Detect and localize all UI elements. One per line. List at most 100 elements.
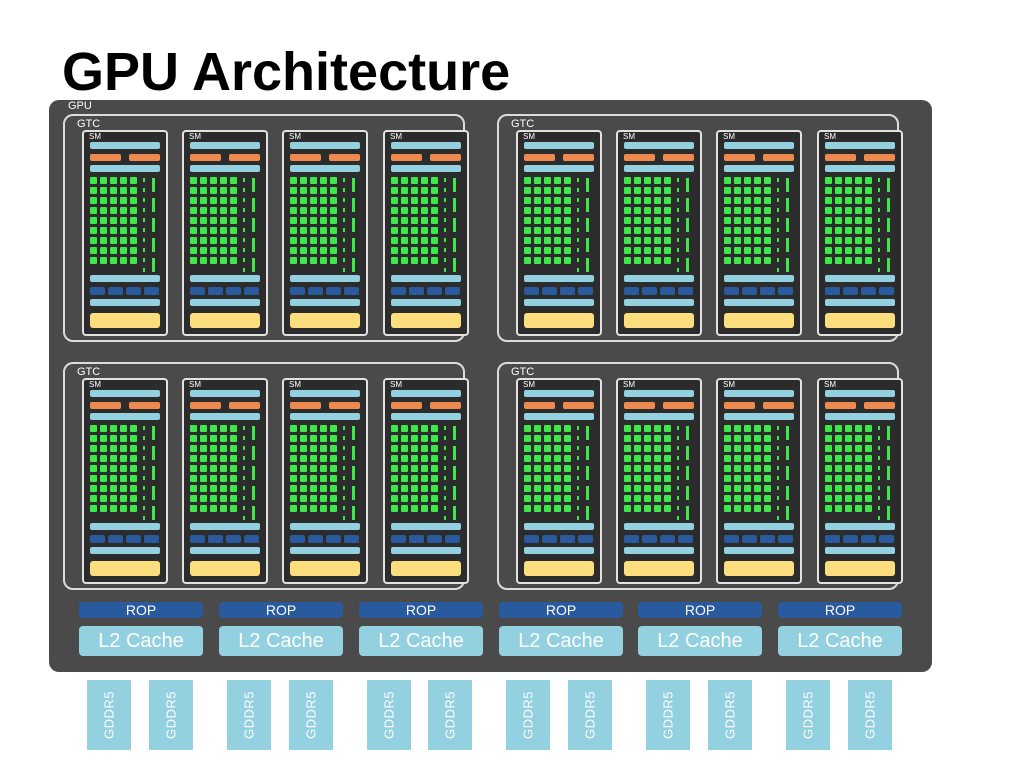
sm-label: SM: [390, 132, 402, 141]
cuda-core: [524, 237, 531, 244]
cuda-core: [855, 227, 862, 234]
cuda-core: [100, 425, 107, 432]
register-file-bar: [190, 413, 260, 420]
texture-unit-bar: [308, 535, 323, 543]
cuda-core: [544, 455, 551, 462]
streaming-multiprocessor: SM: [716, 378, 802, 584]
l1-cache-bar: [624, 547, 694, 554]
texture-unit-bar: [524, 535, 539, 543]
cuda-core: [190, 435, 197, 442]
cuda-core: [310, 247, 317, 254]
cuda-core: [865, 227, 872, 234]
cuda-core: [865, 207, 872, 214]
cuda-core: [300, 177, 307, 184]
cuda-core: [310, 227, 317, 234]
texture-unit-bar: [290, 535, 305, 543]
cuda-core: [845, 455, 852, 462]
cuda-core: [330, 445, 337, 452]
texture-unit-bar: [427, 535, 442, 543]
cuda-core: [110, 455, 117, 462]
cuda-core: [664, 257, 671, 264]
cuda-core: [110, 207, 117, 214]
cuda-core: [754, 227, 761, 234]
cuda-core: [744, 425, 751, 432]
shared-memory-bar: [524, 313, 594, 328]
texture-unit-bar: [208, 287, 223, 295]
cuda-core: [654, 227, 661, 234]
cuda-core: [401, 505, 408, 512]
cuda-core: [120, 475, 127, 482]
cuda-core: [634, 495, 641, 502]
shared-memory-bar: [190, 313, 260, 328]
load-store-column: [686, 178, 689, 274]
cuda-core: [724, 455, 731, 462]
cuda-core: [744, 197, 751, 204]
cuda-core-grid: [724, 177, 771, 264]
cuda-core: [654, 217, 661, 224]
shared-memory-bar: [624, 561, 694, 576]
cuda-core: [845, 177, 852, 184]
interconnect-bar: [524, 523, 594, 530]
cuda-core: [431, 465, 438, 472]
cuda-core: [210, 187, 217, 194]
cuda-core: [544, 435, 551, 442]
cuda-core: [210, 465, 217, 472]
texture-unit-bar: [578, 535, 593, 543]
cuda-core: [865, 257, 872, 264]
cuda-core: [330, 435, 337, 442]
shared-memory-bar: [290, 561, 360, 576]
cuda-core: [734, 237, 741, 244]
cuda-core: [825, 455, 832, 462]
sfu-column: [777, 178, 779, 274]
cuda-core: [764, 495, 771, 502]
gddr5-chip: GDDR5: [289, 680, 333, 750]
cuda-core: [764, 237, 771, 244]
cuda-core: [754, 495, 761, 502]
cuda-core: [644, 247, 651, 254]
cuda-core: [835, 465, 842, 472]
cuda-core: [644, 425, 651, 432]
cuda-core: [200, 455, 207, 462]
cuda-core: [624, 187, 631, 194]
cuda-core: [845, 237, 852, 244]
gddr5-chip: GDDR5: [227, 680, 271, 750]
cuda-core: [100, 455, 107, 462]
cuda-core: [654, 455, 661, 462]
dispatch-unit-bar: [663, 154, 694, 161]
cuda-core: [534, 495, 541, 502]
texture-unit-bar: [126, 535, 141, 543]
cuda-core: [391, 485, 398, 492]
cuda-core: [320, 227, 327, 234]
streaming-multiprocessor: SM: [282, 130, 368, 336]
cuda-core: [330, 455, 337, 462]
cuda-core: [524, 247, 531, 254]
cuda-core: [310, 505, 317, 512]
cuda-core: [130, 187, 137, 194]
cuda-core: [634, 237, 641, 244]
cuda-core: [534, 475, 541, 482]
cuda-core: [654, 187, 661, 194]
cuda-core: [120, 425, 127, 432]
cuda-core: [524, 177, 531, 184]
cuda-core: [401, 257, 408, 264]
cuda-core: [230, 465, 237, 472]
cuda-core: [865, 455, 872, 462]
cuda-core: [90, 197, 97, 204]
cuda-core: [130, 177, 137, 184]
rop-unit: ROP: [79, 602, 203, 618]
sm-label: SM: [289, 132, 301, 141]
cuda-core: [220, 237, 227, 244]
load-store-column: [453, 426, 456, 522]
cuda-core: [130, 425, 137, 432]
cuda-core: [290, 227, 297, 234]
cuda-core: [90, 207, 97, 214]
cuda-core: [825, 247, 832, 254]
load-store-column: [686, 426, 689, 522]
sm-label: SM: [623, 132, 635, 141]
cuda-core: [130, 197, 137, 204]
cuda-core: [564, 465, 571, 472]
cuda-core: [120, 485, 127, 492]
cuda-core: [564, 207, 571, 214]
cuda-core: [835, 197, 842, 204]
cuda-core: [564, 505, 571, 512]
